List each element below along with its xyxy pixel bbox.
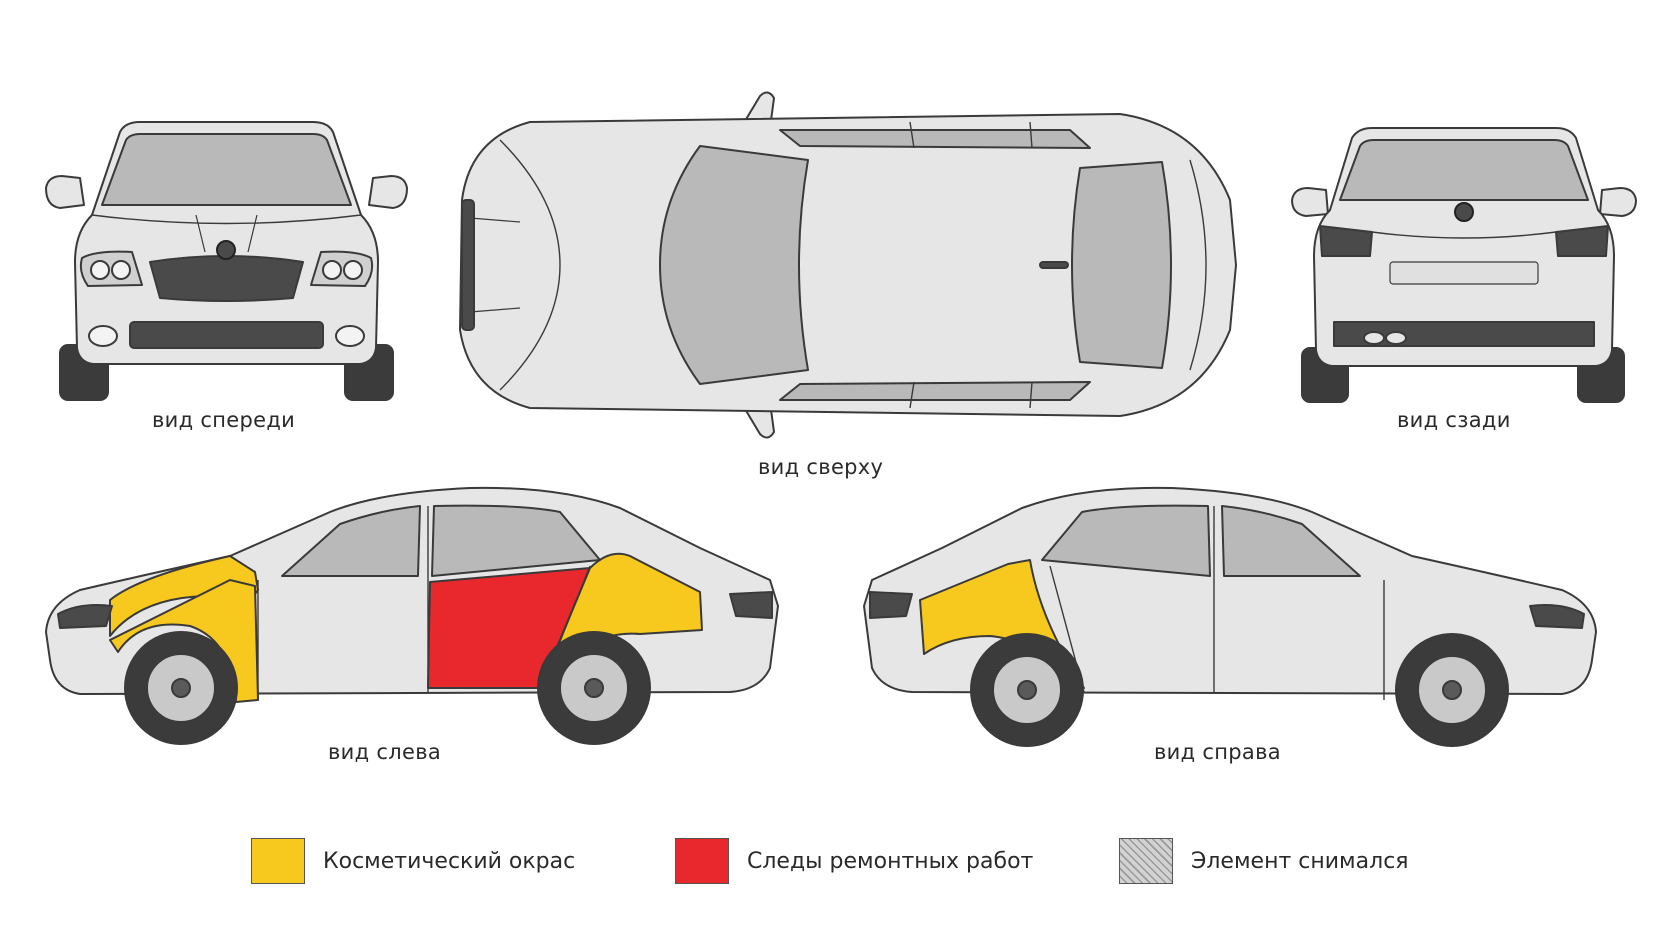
- left-front-fender-cosmetic: [109, 555, 259, 637]
- front-view: [45, 121, 408, 401]
- legend-label-cosmetic: Косметический окрас: [323, 848, 576, 874]
- caption-top-view: вид сверху: [758, 455, 884, 479]
- legend-repair: Следы ремонтных работ: [675, 838, 1033, 884]
- legend-swatch-repair: [675, 838, 729, 884]
- caption-left-view: вид слева: [328, 740, 442, 764]
- caption-front-view: вид спереди: [152, 408, 296, 432]
- legend-label-removed: Элемент снимался: [1191, 848, 1409, 874]
- left-side-view: [45, 486, 779, 745]
- right-side-view: [863, 486, 1597, 747]
- caption-rear-view: вид сзади: [1397, 408, 1511, 432]
- legend-label-repair: Следы ремонтных работ: [747, 848, 1034, 874]
- legend-swatch-removed: [1119, 838, 1173, 884]
- rear-view: [1291, 127, 1637, 403]
- legend-removed: Элемент снимался: [1119, 838, 1409, 884]
- caption-right-view: вид справа: [1154, 740, 1281, 764]
- top-view: [459, 91, 1237, 439]
- legend-swatch-cosmetic: [251, 838, 305, 884]
- legend-cosmetic: Косметический окрас: [251, 838, 575, 884]
